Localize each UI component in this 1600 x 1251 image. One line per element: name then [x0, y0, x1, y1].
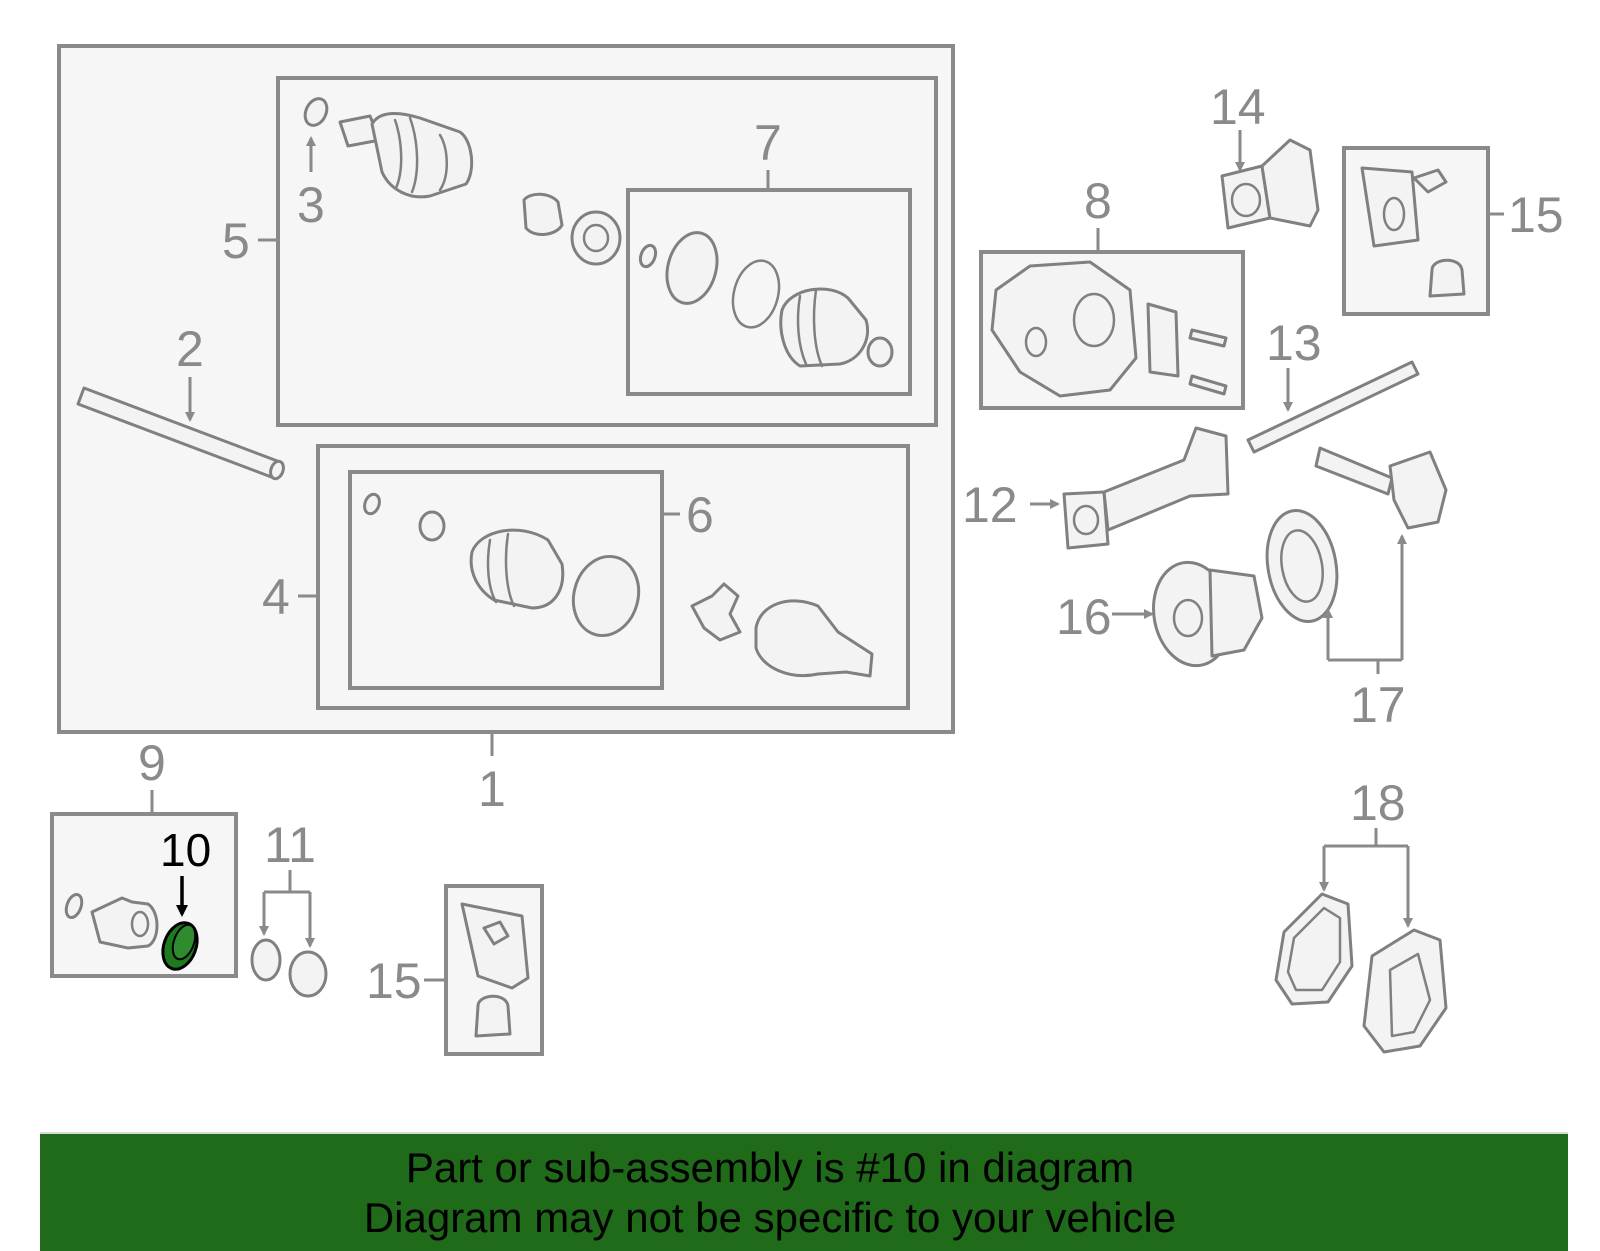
- mount-part-bottom[interactable]: [460, 902, 530, 1038]
- callout-7[interactable]: 7: [754, 115, 782, 171]
- callout-11[interactable]: 11: [264, 817, 316, 873]
- banner-line-disclaimer: Diagram may not be specific to your vehi…: [363, 1194, 1177, 1241]
- callout-14[interactable]: 14: [1210, 79, 1266, 135]
- output-flange-part[interactable]: [63, 892, 159, 950]
- callout-10[interactable]: 10: [160, 824, 211, 876]
- seal-part-10[interactable]: [157, 918, 203, 974]
- differential-case-part[interactable]: [1146, 556, 1264, 672]
- outer-cv-joint-part[interactable]: [338, 112, 474, 199]
- callout-2[interactable]: 2: [176, 321, 204, 377]
- mount-part-right[interactable]: [1360, 166, 1466, 298]
- snap-ring-part[interactable]: [301, 95, 331, 129]
- bearing-race-parts[interactable]: [250, 938, 328, 998]
- callout-5[interactable]: 5: [222, 213, 250, 269]
- axle-tube-part[interactable]: [1062, 426, 1230, 550]
- banner-line-part-number: Part or sub-assembly is #10 in diagram: [405, 1144, 1135, 1191]
- inner-joint-parts[interactable]: [690, 582, 874, 678]
- pinion-gear-part[interactable]: [1314, 446, 1448, 530]
- boot-kit-parts[interactable]: [638, 227, 894, 368]
- callout-8[interactable]: 8: [1084, 173, 1112, 229]
- mount-bracket-part[interactable]: [1220, 138, 1320, 230]
- info-banner: Part or sub-assembly is #10 in diagram D…: [40, 1132, 1568, 1251]
- callout-4[interactable]: 4: [262, 569, 290, 625]
- callout-15-bottom[interactable]: 15: [366, 953, 422, 1009]
- callout-16[interactable]: 16: [1056, 589, 1112, 645]
- inner-boot-parts[interactable]: [362, 492, 647, 643]
- callout-15-right[interactable]: 15: [1508, 187, 1564, 243]
- inner-race-part[interactable]: [570, 210, 622, 266]
- axle-shaft-part[interactable]: [1246, 360, 1420, 454]
- intermediate-shaft-part[interactable]: [76, 386, 286, 481]
- output-flange-box: [50, 812, 238, 978]
- callout-9[interactable]: 9: [138, 735, 166, 791]
- ring-gear-part[interactable]: [1259, 505, 1345, 627]
- callout-3[interactable]: 3: [297, 177, 325, 233]
- callout-17[interactable]: 17: [1350, 677, 1406, 733]
- callout-13[interactable]: 13: [1266, 315, 1322, 371]
- cover-gasket-part[interactable]: [1274, 892, 1354, 1006]
- callout-1[interactable]: 1: [478, 761, 506, 817]
- callout-18[interactable]: 18: [1350, 775, 1406, 831]
- differential-carrier-part[interactable]: [990, 260, 1228, 398]
- callout-6[interactable]: 6: [686, 487, 714, 543]
- rear-cover-part[interactable]: [1362, 928, 1448, 1054]
- cage-part[interactable]: [522, 192, 564, 236]
- callout-12[interactable]: 12: [962, 477, 1018, 533]
